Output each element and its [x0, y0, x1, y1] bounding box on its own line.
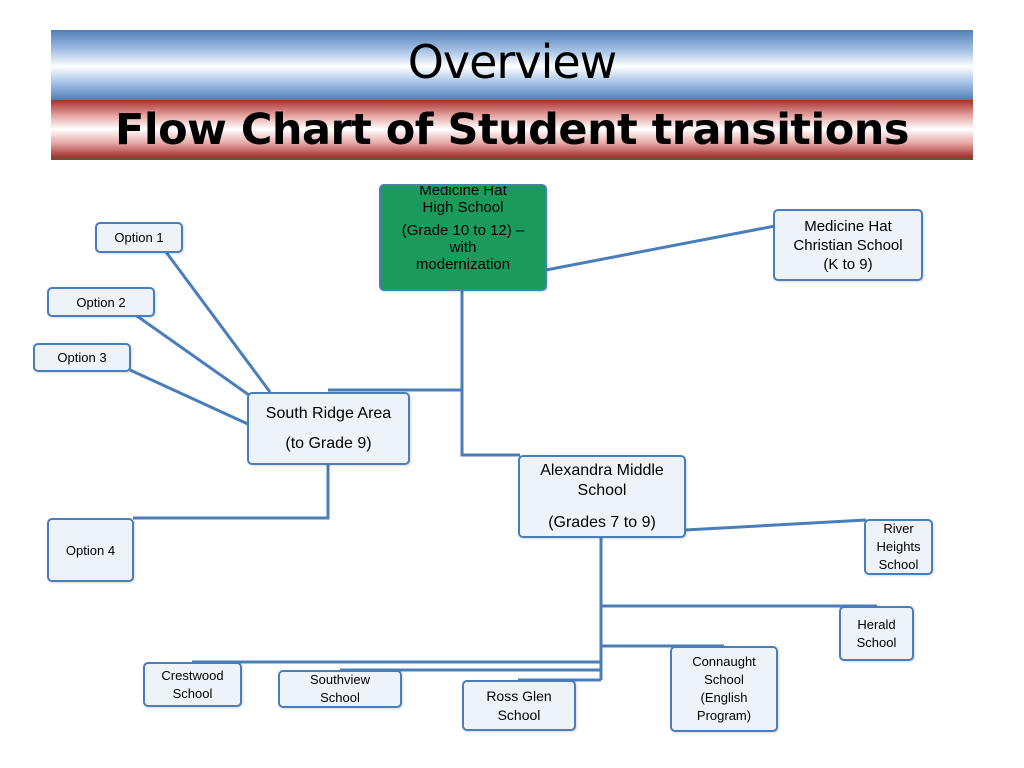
node-crestwood-school: Crestwood School	[143, 662, 242, 707]
south-ridge-line2: (to Grade 9)	[285, 434, 372, 452]
node-herald-school: Herald School	[839, 606, 914, 661]
option3-label: Option 3	[57, 350, 107, 365]
connaught-line2: School	[704, 672, 744, 687]
connector-hub-christian	[545, 224, 776, 272]
connector-option1	[164, 251, 272, 393]
connector-hub-alexandra	[460, 390, 520, 457]
slide-title: Overview	[407, 35, 618, 89]
southview-line2: School	[320, 690, 360, 705]
river-heights-line3: School	[878, 557, 919, 572]
alexandra-line1: Alexandra Middle	[540, 461, 664, 479]
christian-line2: Christian School	[793, 236, 903, 254]
node-alexandra-middle-school: Alexandra Middle School (Grades 7 to 9)	[518, 455, 686, 538]
node-option-1: Option 1	[95, 222, 183, 253]
hub-line4: with	[449, 239, 477, 256]
connector-hub-trunk	[328, 290, 464, 392]
header-divider	[51, 157, 973, 160]
node-river-heights-school: River Heights School	[864, 519, 933, 575]
title-band	[51, 30, 973, 100]
crestwood-line2: School	[172, 685, 213, 701]
option4-label: Option 4	[65, 542, 116, 558]
slide-subtitle: Flow Chart of Student transitions	[115, 105, 909, 155]
node-southview-school: Southview School	[278, 670, 402, 708]
node-medicine-hat-high-school: Medicine Hat High School (Grade 10 to 12…	[379, 184, 547, 291]
river-heights-line2: Heights	[876, 539, 921, 554]
subtitle-band	[51, 100, 973, 158]
hub-line1: Medicine Hat	[419, 184, 507, 199]
hub-line5: modernization	[415, 256, 511, 273]
node-south-ridge-area: South Ridge Area (to Grade 9)	[247, 392, 410, 465]
herald-line1: Herald	[857, 616, 896, 632]
alexandra-line2: School	[577, 481, 627, 499]
ross-glen-line1: Ross Glen	[486, 687, 552, 704]
connaught-line3: (English	[700, 690, 748, 705]
crestwood-line1: Crestwood	[161, 667, 224, 683]
node-option-2: Option 2	[47, 287, 155, 317]
herald-line2: School	[856, 634, 897, 650]
hub-line3: (Grade 10 to 12) –	[401, 222, 525, 239]
option2-label: Option 2	[76, 294, 126, 310]
node-option-4: Option 4	[47, 518, 134, 582]
connector-option3	[129, 368, 251, 427]
node-connaught-school: Connaught School (English Program)	[670, 646, 778, 732]
hub-line2: High School	[422, 199, 504, 216]
south-ridge-line1: South Ridge Area	[265, 404, 392, 422]
connaught-line4: Program)	[696, 708, 752, 723]
connector-option2	[136, 314, 257, 402]
connaught-line1: Connaught	[692, 654, 756, 669]
southview-line1: Southview	[310, 672, 370, 687]
option1-label: Option 1	[114, 230, 164, 245]
christian-line1: Medicine Hat	[804, 217, 892, 235]
node-ross-glen-school: Ross Glen School	[462, 680, 576, 731]
connector-option4	[133, 464, 330, 520]
connector-river-heights	[684, 518, 867, 532]
alexandra-line3: (Grades 7 to 9)	[548, 513, 656, 531]
river-heights-line1: River	[883, 521, 914, 536]
node-medicine-hat-christian-school: Medicine Hat Christian School (K to 9)	[773, 209, 923, 281]
node-option-3: Option 3	[33, 343, 131, 372]
christian-line3: (K to 9)	[823, 255, 873, 273]
ross-glen-line2: School	[497, 706, 541, 723]
